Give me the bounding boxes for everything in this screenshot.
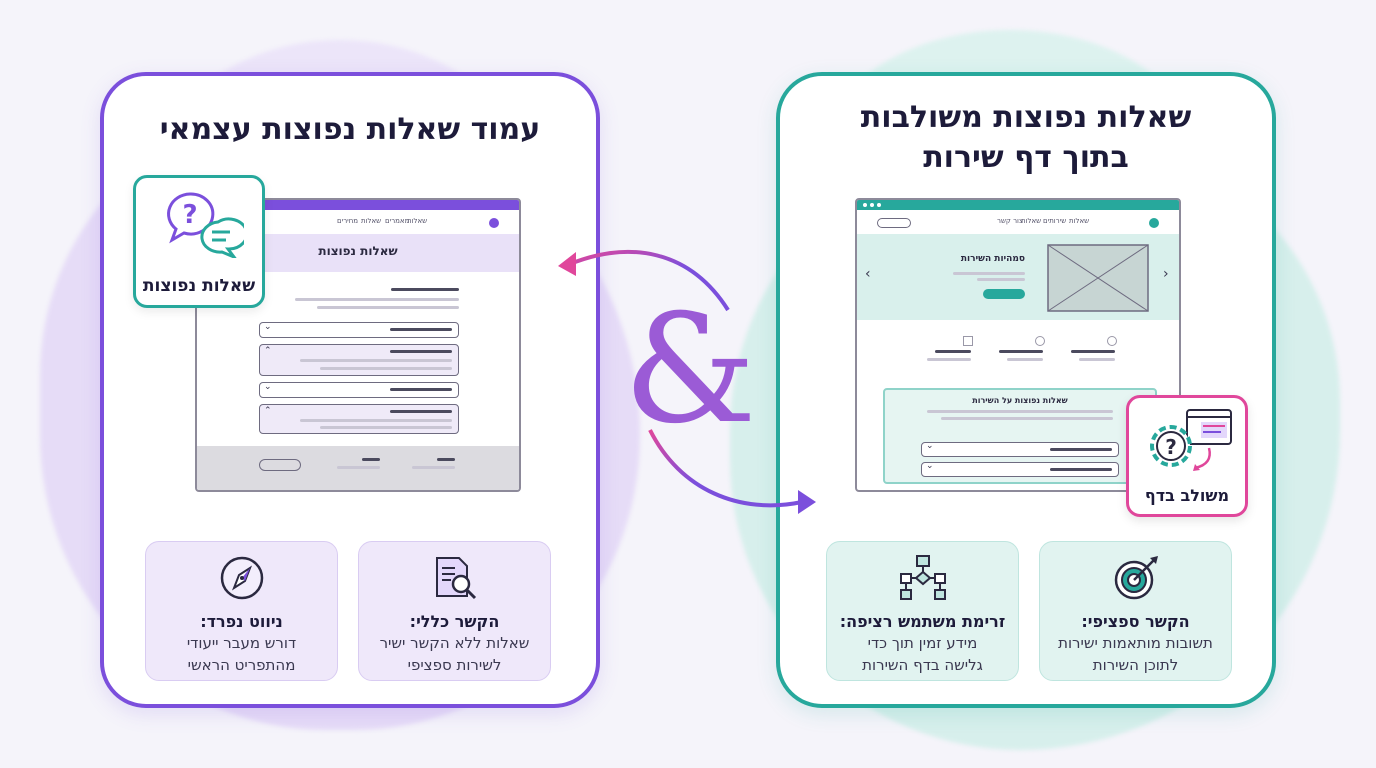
mock-top-bar <box>857 200 1179 210</box>
separate-navigation-card: ניווט נפרד: דורש מעבר ייעודי מהתפריט הרא… <box>145 541 338 681</box>
service-page-mockup: שאלות שירותים שאלות צור קשר ‹ › סמהיות ה… <box>855 198 1181 492</box>
gear-question-icon: ? <box>1150 409 1232 471</box>
mock-nav-item[interactable]: מאמרים <box>385 217 410 225</box>
mock-accordion-item-open[interactable]: ⌃ <box>259 344 459 376</box>
mock-accordion-item[interactable]: ⌄ <box>259 382 459 398</box>
mock-avatar <box>489 218 499 228</box>
separate-navigation-heading: ניווט נפרד: <box>200 612 283 631</box>
mock-search-bar[interactable] <box>877 218 911 228</box>
mock-nav-item[interactable]: שירותים <box>1043 217 1067 225</box>
mock-footer-button[interactable] <box>259 459 301 471</box>
mock-banner-title: שאלות נפוצות <box>318 244 398 258</box>
mock-nav-item[interactable]: שאלות <box>407 217 428 225</box>
seamless-flow-card: זרימת משתמש רציפה: מידע זמין תוך כדי גלי… <box>826 541 1019 681</box>
general-context-heading: הקשר כללי: <box>409 612 500 631</box>
hero-prev-arrow[interactable]: ‹ <box>865 266 871 282</box>
faq-badge-label: שאלות נפוצות <box>142 276 256 296</box>
arrow-head-left <box>558 252 576 276</box>
mock-nav-item[interactable]: שאלות <box>361 217 382 225</box>
general-context-text: שאלות ללא הקשר ישיר לשירות ספציפי <box>379 634 530 674</box>
seamless-flow-text: מידע זמין תוך כדי גלישה בדף השירות <box>862 634 983 674</box>
standalone-faq-title: עמוד שאלות נפוצות עצמאי <box>159 112 541 147</box>
mock-nav-item[interactable]: שאלות <box>1021 217 1042 225</box>
arrow-to-right <box>648 429 803 508</box>
svg-text:?: ? <box>1165 435 1177 459</box>
target-icon <box>1114 556 1158 600</box>
separate-navigation-text: דורש מעבר ייעודי מהתפריט הראשי <box>186 634 297 674</box>
specific-context-heading: הקשר ספציפי: <box>1081 612 1190 631</box>
hero-image-placeholder <box>1047 244 1149 312</box>
mock-nav-item[interactable]: צור קשר <box>997 217 1024 225</box>
hero-title: סמהיות השירות <box>960 254 1025 264</box>
general-context-card: הקשר כללי: שאלות ללא הקשר ישיר לשירות ספ… <box>358 541 551 681</box>
connector-arrows <box>558 249 816 514</box>
hero-next-arrow[interactable]: › <box>1163 266 1169 282</box>
faq-badge: ? שאלות נפוצות <box>133 175 265 308</box>
integrated-badge-label: משולב בדף <box>1144 486 1230 505</box>
arrow-head-right <box>798 490 816 514</box>
mock-avatar <box>1149 218 1159 228</box>
compass-icon <box>220 556 264 600</box>
embedded-faq-accordion-item[interactable]: ⌄ <box>921 461 1119 477</box>
embedded-faq-accordion-item[interactable]: ⌄ <box>921 441 1119 457</box>
mock-accordion-item[interactable]: ⌄ <box>259 322 459 338</box>
mock-footer <box>197 446 519 490</box>
ampersand-symbol: & <box>623 283 757 457</box>
hero-cta-button[interactable] <box>983 289 1025 299</box>
specific-context-card: הקשר ספציפי: תשובות מותאמות ישירות לתוכן… <box>1039 541 1232 681</box>
integrated-faq-title: שאלות נפוצות משולבות בתוך דף שירות <box>860 100 1192 175</box>
question-chat-icon: ? <box>167 192 244 258</box>
mock-nav-item[interactable]: שאלות <box>1069 217 1090 225</box>
mock-nav-item[interactable]: מחירים <box>337 217 359 225</box>
embedded-faq-title: שאלות נפוצות על השירות <box>972 396 1068 405</box>
flow-diagram-icon <box>900 555 946 600</box>
document-search-icon <box>436 557 477 600</box>
arrow-to-left <box>569 249 730 312</box>
mock-accordion-item-open[interactable]: ⌃ <box>259 404 459 434</box>
mock-top-bar <box>197 200 519 210</box>
svg-text:?: ? <box>182 200 197 230</box>
seamless-flow-heading: זרימת משתמש רציפה: <box>839 612 1006 631</box>
integrated-badge: ? משולב בדף <box>1126 395 1248 517</box>
specific-context-text: תשובות מותאמות ישירות לתוכן השירות <box>1058 634 1213 674</box>
